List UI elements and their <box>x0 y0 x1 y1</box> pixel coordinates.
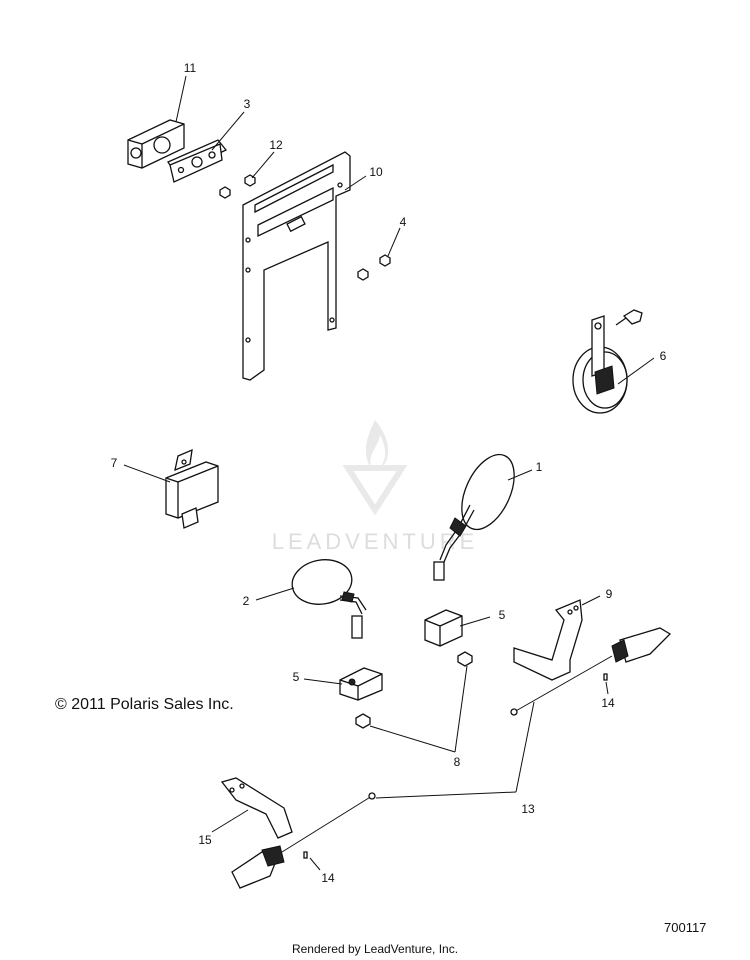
part-5-connector-lower <box>339 667 383 701</box>
callout-7: 7 <box>111 456 118 470</box>
callout-13: 13 <box>521 802 535 816</box>
footer-credit: Rendered by LeadVenture, Inc. <box>291 942 459 956</box>
callout-6: 6 <box>660 349 667 363</box>
part-1-right-mirror <box>433 453 515 581</box>
copyright-notice: © 2011 Polaris Sales Inc. <box>55 696 234 713</box>
callout-5-upper: 5 <box>499 608 506 622</box>
part-9-bracket-right <box>513 599 583 681</box>
part-4-nuts <box>357 254 391 281</box>
right-turn-signal <box>510 627 672 716</box>
part-15-bracket-left <box>220 777 293 839</box>
callout-1: 1 <box>536 460 543 474</box>
part-11-light-housing <box>127 119 185 169</box>
callout-3: 3 <box>244 97 251 111</box>
callout-11: 11 <box>184 61 197 75</box>
callout-12: 12 <box>269 138 283 152</box>
left-turn-signal <box>231 792 376 889</box>
callout-4: 4 <box>400 215 407 229</box>
callout-2: 2 <box>243 594 250 608</box>
part-3-gasket-plate <box>167 139 228 183</box>
part-12-nuts <box>219 174 256 199</box>
leadventure-logo-watermark <box>342 420 408 516</box>
callout-10: 10 <box>369 165 383 179</box>
part-7-relay <box>165 448 219 529</box>
part-6-horn <box>572 309 643 414</box>
watermark-text: LEADVENTURE <box>272 529 479 554</box>
diagram-number: 700117 <box>664 920 707 935</box>
callout-14-left: 14 <box>321 871 335 885</box>
part-2-left-mirror <box>291 559 367 639</box>
part-10-bracket-plate <box>242 151 351 381</box>
leader-lines <box>123 75 655 871</box>
part-5-connector-upper <box>424 609 463 647</box>
part-8-nuts <box>355 651 473 729</box>
callout-15: 15 <box>198 833 212 847</box>
callout-9: 9 <box>606 587 613 601</box>
callout-5-lower: 5 <box>293 670 300 684</box>
callout-8: 8 <box>454 755 461 769</box>
callout-14-right: 14 <box>601 696 615 710</box>
